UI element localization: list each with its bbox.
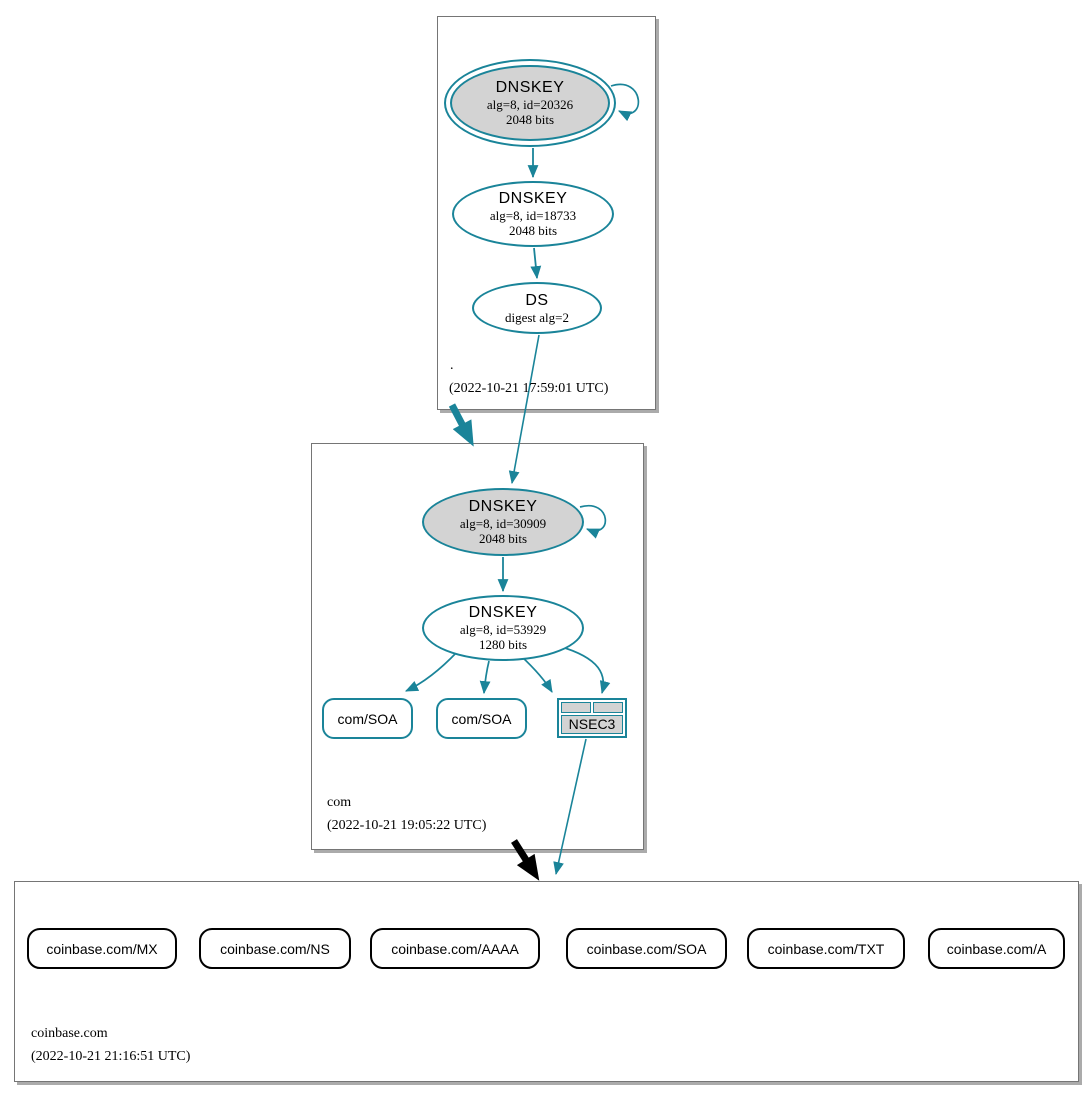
ds-node-root[interactable]: DS digest alg=2 <box>472 282 602 334</box>
zone-box-root <box>437 16 656 410</box>
zone-name-root: . <box>450 358 454 373</box>
nsec3-label: NSEC3 <box>561 715 623 734</box>
rrset-node-coinbase-soa[interactable]: coinbase.com/SOA <box>566 928 727 969</box>
rrset-node-coinbase-ns[interactable]: coinbase.com/NS <box>199 928 351 969</box>
zone-timestamp-coinbase: (2022-10-21 21:16:51 UTC) <box>31 1049 191 1064</box>
node-alg: alg=8, id=20326 <box>486 97 574 112</box>
zone-box-coinbase <box>14 881 1079 1082</box>
rrset-node-coinbase-txt[interactable]: coinbase.com/TXT <box>747 928 905 969</box>
zone-timestamp-com: (2022-10-21 19:05:22 UTC) <box>327 818 487 833</box>
rrset-label: coinbase.com/NS <box>220 940 330 957</box>
node-bits: 2048 bits <box>505 112 555 127</box>
nsec3-cell <box>593 702 623 713</box>
dnskey-node-com-zsk[interactable]: DNSKEY alg=8, id=53929 1280 bits <box>422 595 584 661</box>
rrset-node-coinbase-aaaa[interactable]: coinbase.com/AAAA <box>370 928 540 969</box>
node-title: DNSKEY <box>468 604 538 621</box>
rrset-node-coinbase-mx[interactable]: coinbase.com/MX <box>27 928 177 969</box>
rrset-label: com/SOA <box>451 710 512 727</box>
node-title: DS <box>525 291 549 309</box>
node-bits: 1280 bits <box>478 637 528 652</box>
nsec3-record-cells <box>561 702 623 713</box>
node-alg: alg=8, id=30909 <box>459 516 547 531</box>
node-bits: 2048 bits <box>478 531 528 546</box>
rrset-node-com-soa-1[interactable]: com/SOA <box>322 698 413 739</box>
node-title: DNSKEY <box>498 190 568 207</box>
nsec3-node-com[interactable]: NSEC3 <box>557 698 627 738</box>
dnskey-node-root-zsk[interactable]: DNSKEY alg=8, id=18733 2048 bits <box>452 181 614 247</box>
rrset-label: coinbase.com/TXT <box>767 940 885 957</box>
dnskey-node-root-ksk-inner: DNSKEY alg=8, id=20326 2048 bits <box>450 65 610 141</box>
zone-box-com <box>311 443 644 850</box>
node-title: DNSKEY <box>468 498 538 515</box>
dnskey-node-com-ksk[interactable]: DNSKEY alg=8, id=30909 2048 bits <box>422 488 584 556</box>
zone-name-coinbase: coinbase.com <box>31 1026 108 1041</box>
node-alg: alg=8, id=18733 <box>489 208 577 223</box>
zone-name-com: com <box>327 795 352 810</box>
node-title: DNSKEY <box>495 79 565 96</box>
rrset-label: coinbase.com/SOA <box>586 940 707 957</box>
node-alg: alg=8, id=53929 <box>459 622 547 637</box>
rrset-node-com-soa-2[interactable]: com/SOA <box>436 698 527 739</box>
node-bits: 2048 bits <box>508 223 558 238</box>
rrset-node-coinbase-a[interactable]: coinbase.com/A <box>928 928 1065 969</box>
node-digest: digest alg=2 <box>504 309 570 325</box>
rrset-label: coinbase.com/A <box>946 940 1047 957</box>
rrset-label: com/SOA <box>337 710 398 727</box>
nsec3-cell <box>561 702 591 713</box>
rrset-label: coinbase.com/AAAA <box>391 940 519 957</box>
zone-timestamp-root: (2022-10-21 17:59:01 UTC) <box>449 381 609 396</box>
rrset-label: coinbase.com/MX <box>46 940 158 957</box>
dnskey-node-root-ksk[interactable]: DNSKEY alg=8, id=20326 2048 bits <box>444 59 616 147</box>
